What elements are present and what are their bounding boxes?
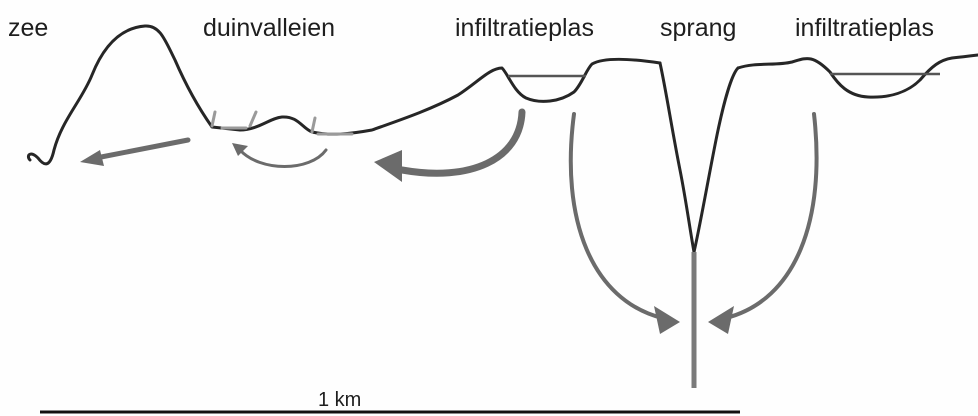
terrain-profile-left [28,26,660,164]
label-sea: zee [8,14,48,42]
drain-marker-1 [212,112,215,126]
drain-marker-3 [250,112,256,126]
terrain-profile-right [738,55,978,97]
label-dune-valleys: duinvalleien [203,14,335,42]
flow-arrow-right-deep [726,114,817,318]
flow-arrow-to-sea [96,140,188,158]
label-infiltration-pond-right: infiltratieplas [795,14,934,42]
flow-arrowhead-left-deep [654,306,680,334]
flow-arrow-left-deep [571,114,662,318]
label-infiltration-pond-left: infiltratieplas [455,14,594,42]
scale-bar-label: 1 km [318,389,361,411]
flow-arrow-valley [240,150,326,167]
drain-marker-4 [312,118,315,132]
flow-arrowhead-to-sea [80,150,104,166]
flow-arrowhead-pond-to-valley [374,150,402,182]
flow-arrowhead-right-deep [708,306,734,334]
terrain-canal-right-slope [694,68,738,252]
label-canal: sprang [660,14,736,42]
flow-arrow-pond-to-valley [402,112,522,173]
terrain-canal-left-slope [660,63,694,252]
